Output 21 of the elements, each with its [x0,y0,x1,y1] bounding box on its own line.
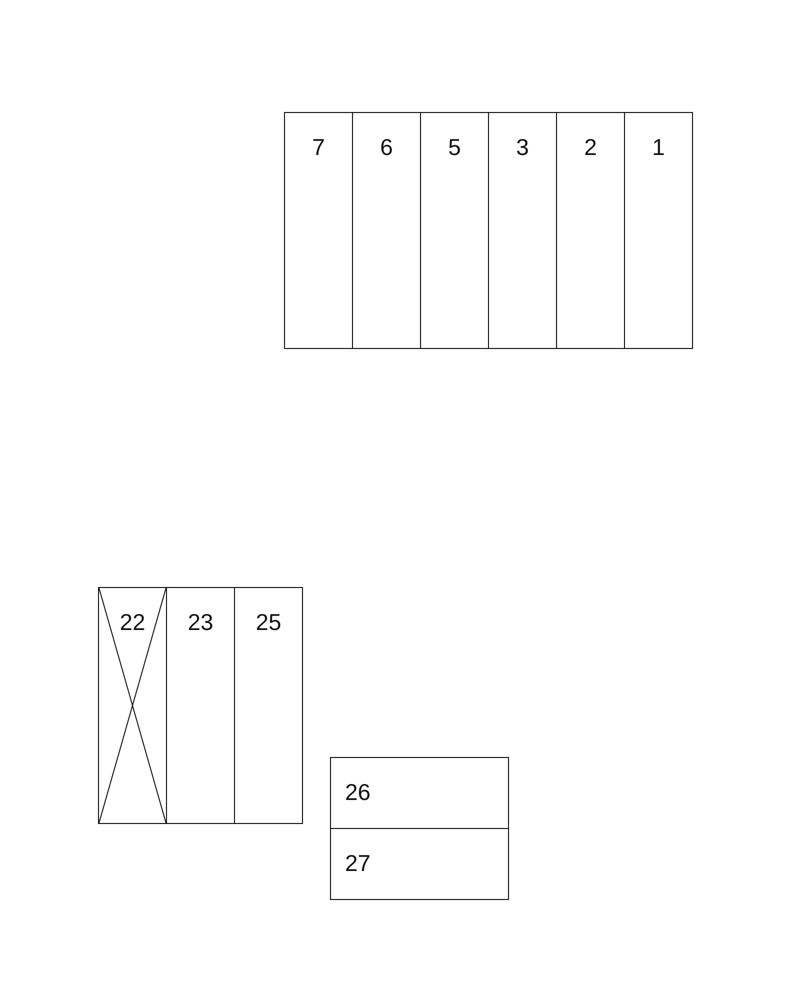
panel-number: 7 [312,135,325,160]
panel-box [284,112,353,349]
panel-number: 22 [120,610,146,636]
panel-number: 23 [188,610,214,636]
panel-number: 3 [516,135,529,160]
panel-box [234,587,303,824]
panel-box [330,757,509,829]
panel-number: 25 [256,610,282,636]
panel-number: 2 [584,135,597,160]
panel-number: 1 [652,135,665,160]
panel-box [352,112,421,349]
panel-box [556,112,625,349]
panel-box [488,112,557,349]
panel-number: 6 [380,135,393,160]
panel-number: 27 [345,851,371,877]
panel-box [420,112,489,349]
panel-number: 26 [345,780,371,806]
panel-box [166,587,235,824]
panel-number: 5 [448,135,461,160]
panel-box [624,112,693,349]
panel-box [330,828,509,900]
